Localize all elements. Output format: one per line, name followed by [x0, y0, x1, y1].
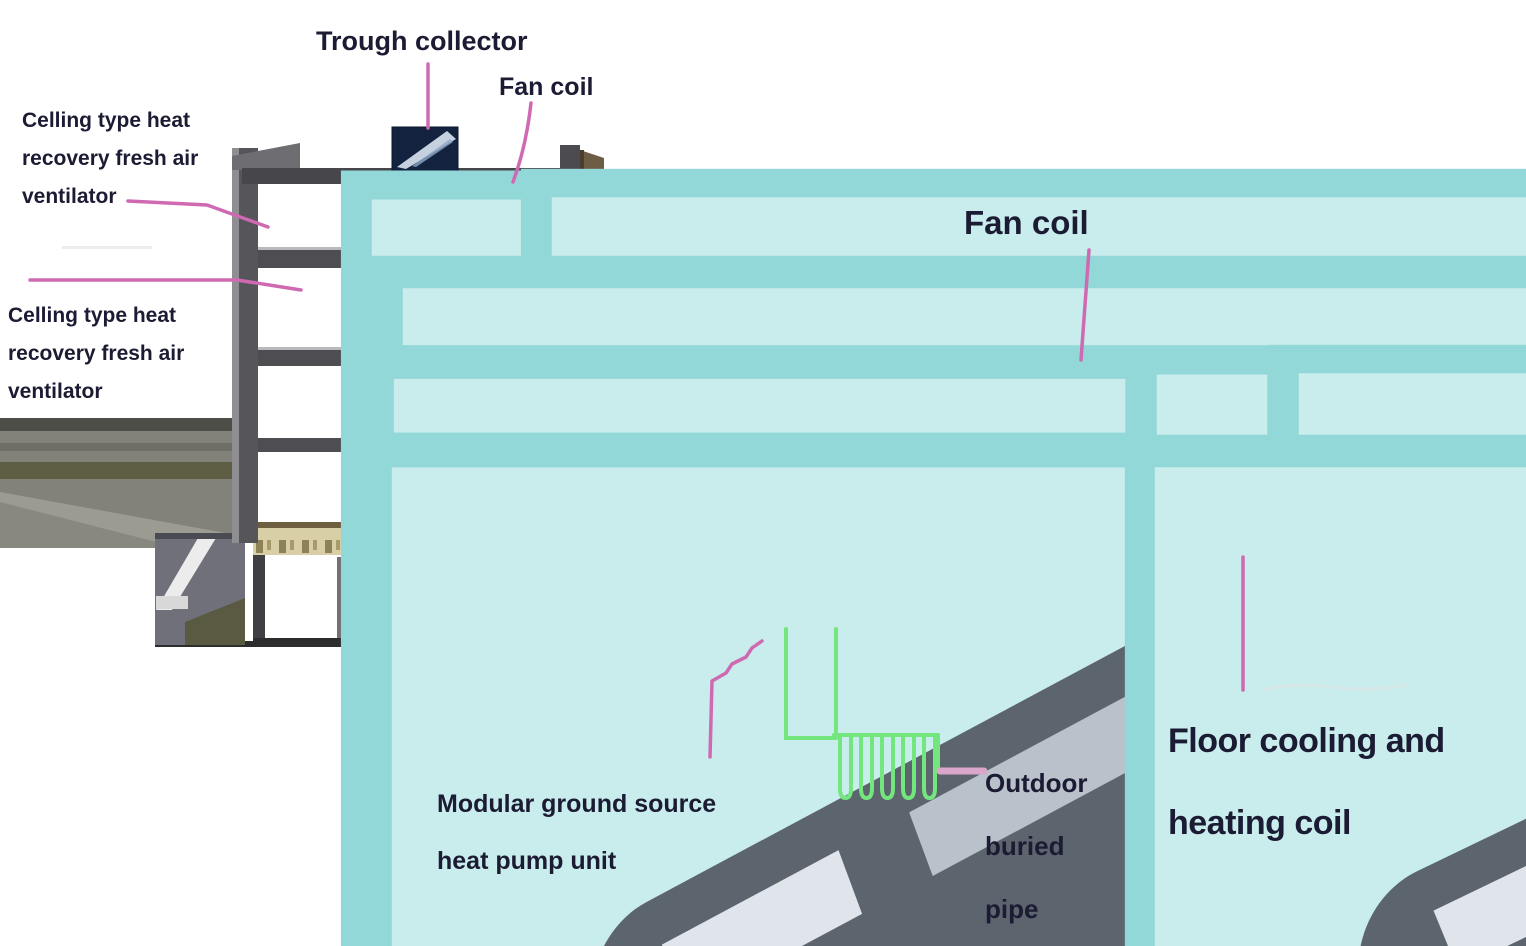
leader-vent-upper: [126, 199, 270, 229]
label-fan-coil-right: Fan coil: [964, 204, 1089, 241]
trough-collector-icon: [391, 126, 459, 173]
buried-pipe-loops-icon: [784, 627, 940, 801]
label-ceiling-ventilator-lower: Celling type heat recovery fresh air ven…: [8, 304, 185, 403]
leader-fan-coil-top: [511, 101, 533, 184]
label-outdoor-buried-pipe: Outdoor buried pipe: [985, 768, 1088, 924]
leader-fan-coil-right: [1079, 248, 1091, 362]
faded-marks: [62, 246, 1408, 692]
label-modular-heat-pump: Modular ground source heat pump unit: [437, 790, 717, 875]
fan-coil-unit-icon: [1139, 450, 1526, 946]
terrain-left: [0, 418, 242, 548]
leader-vent-lower: [28, 278, 303, 292]
entry-stair-structure: [155, 533, 245, 645]
label-ceiling-ventilator-upper: Celling type heat recovery fresh air ven…: [22, 109, 199, 208]
leader-heat-pump: [708, 639, 764, 759]
label-floor-cooling-heating-coil: Floor cooling and heating coil: [1168, 722, 1445, 842]
leader-lines: [28, 62, 1245, 775]
label-fan-coil-top: Fan coil: [499, 73, 594, 101]
label-trough-collector: Trough collector: [316, 26, 528, 56]
